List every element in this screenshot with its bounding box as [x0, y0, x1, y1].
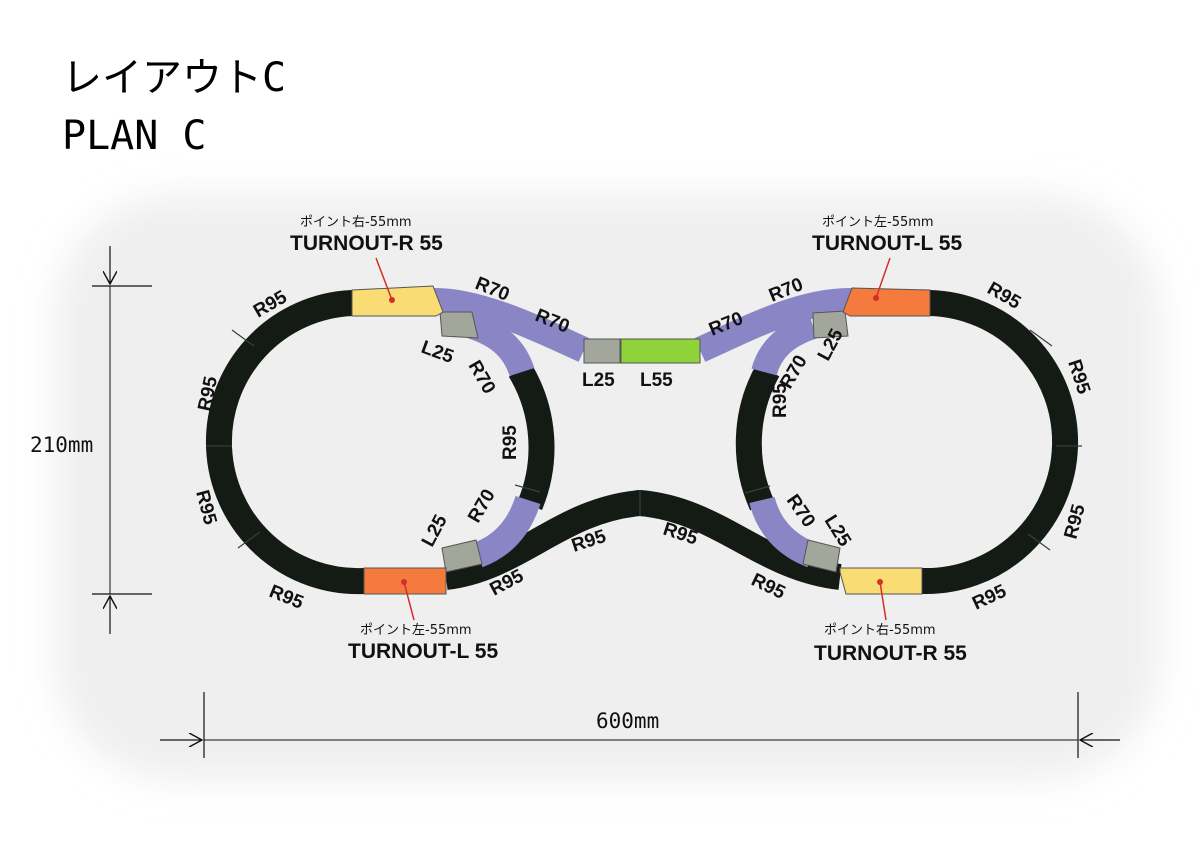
right-inner-r70-top: [751, 313, 818, 377]
left-inner-r95: [508, 363, 555, 510]
turnout-callout-bottom-right: ポイント右-55mm TURNOUT-R 55: [814, 579, 967, 665]
width-dimension: [160, 692, 1120, 758]
height-dimension: [92, 246, 152, 634]
background-panel: [55, 195, 1160, 780]
width-label: 600mm: [596, 709, 659, 733]
l55-straight: [620, 338, 701, 364]
left-inner-r70-bottom: [472, 495, 541, 568]
l25-left-bottom: [441, 539, 483, 573]
turnout-jp-label: ポイント右-55mm: [824, 623, 936, 638]
l25-right-top: [812, 310, 849, 339]
layout-title-en: PLAN C: [62, 113, 207, 159]
right-inner-r70-bottom: [749, 496, 818, 568]
top-right-r70-outer: [694, 287, 853, 362]
turnout-callout-top-right: ポイント左-55mm TURNOUT-L 55: [812, 215, 962, 301]
turnout-l-top-right: [842, 287, 931, 317]
l25-right-bottom: [802, 539, 841, 573]
top-left-r70-outer: [432, 287, 590, 362]
track-layout: [205, 285, 1082, 595]
turnout-en-label: TURNOUT-L 55: [812, 232, 962, 255]
label-l55: L55: [640, 370, 673, 391]
left-inner-r70-top: [467, 313, 535, 377]
label-r95: R95: [500, 425, 521, 460]
turnout-jp-label: ポイント左-55mm: [822, 215, 934, 230]
layout-title-jp: レイアウトC: [62, 55, 287, 101]
l25-straight-top: [583, 338, 621, 364]
turnout-callout-bottom-left: ポイント左-55mm TURNOUT-L 55: [348, 579, 498, 663]
label-r95: R95: [770, 383, 791, 418]
label-l25: L25: [582, 370, 615, 391]
turnout-en-label: TURNOUT-R 55: [814, 642, 967, 665]
l25-left-top: [439, 311, 479, 339]
turnout-en-label: TURNOUT-L 55: [348, 640, 498, 663]
height-label: 210mm: [30, 433, 93, 457]
turnout-jp-label: ポイント右-55mm: [300, 215, 412, 230]
left-loop-r95: [205, 290, 365, 595]
turnout-r-top-left: [351, 285, 444, 317]
turnout-en-label: TURNOUT-R 55: [290, 232, 443, 255]
turnout-jp-label: ポイント左-55mm: [360, 623, 472, 638]
turnout-callout-top-left: ポイント右-55mm TURNOUT-R 55: [290, 215, 443, 303]
